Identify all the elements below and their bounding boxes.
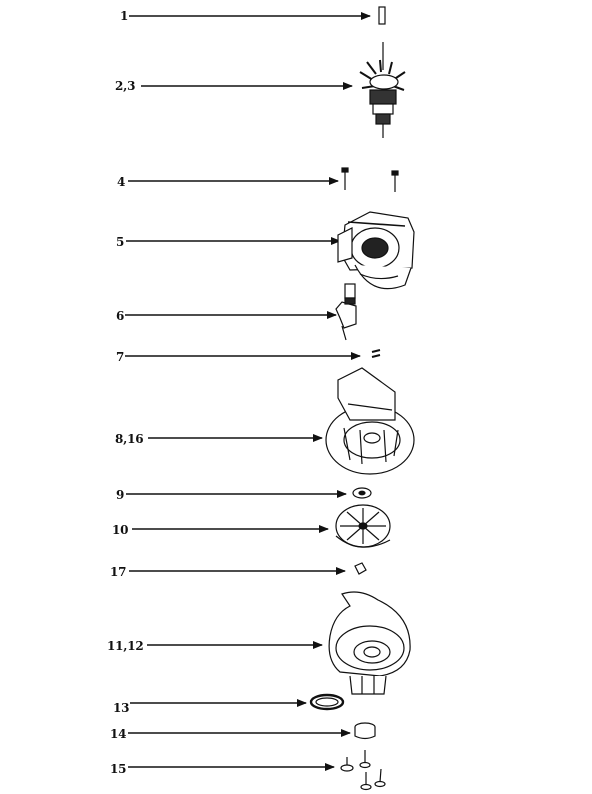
screws-part [341,167,399,192]
nut-part [354,562,367,575]
callout-label-9: 9 [116,488,125,502]
callout-label-11-12: 11,12 [107,639,144,653]
callout-label-8-16: 8,16 [115,432,144,446]
callout-label-6: 6 [116,309,125,323]
callout-label-10: 10 [112,523,129,537]
fan-cover-part [325,367,415,475]
callout-label-14: 14 [110,727,127,741]
fan-housing-part [328,591,411,695]
callout-label-2-3: 2,3 [115,79,136,93]
callout-label-17: 17 [110,565,127,579]
cap-part [354,722,376,740]
impeller-part [335,504,391,548]
motor-housing-part [337,211,415,290]
callout-label-15: 15 [110,762,127,776]
bolts-part [340,750,386,791]
pin-part [378,6,386,25]
callout-label-5: 5 [116,235,125,249]
clip-part [371,349,381,358]
callout-label-1: 1 [120,9,129,23]
callout-label-7: 7 [116,350,125,364]
armature-part [359,42,406,138]
washer-part [352,487,372,499]
belt-ring-part [309,693,345,711]
switch-part [335,283,357,341]
callout-label-4: 4 [117,175,126,189]
callout-label-13: 13 [113,701,130,715]
callout-arrows [125,12,371,771]
